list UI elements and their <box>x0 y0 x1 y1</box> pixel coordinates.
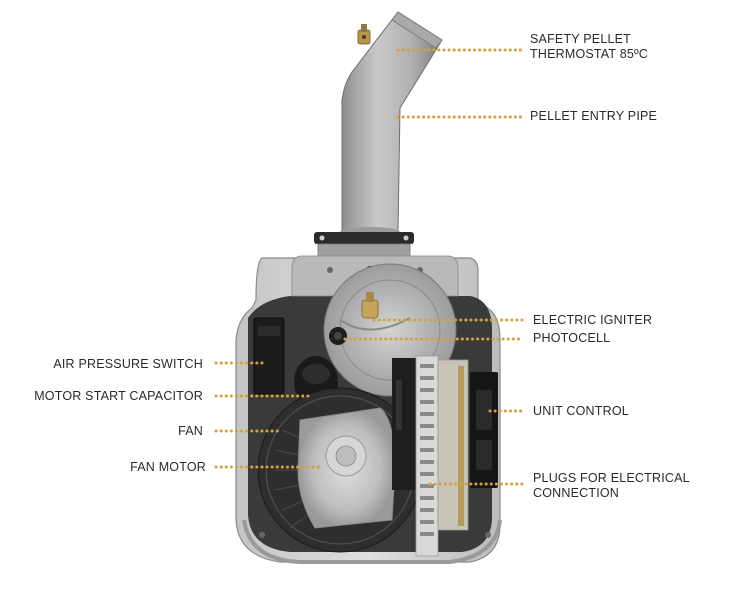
leader-lines <box>214 48 524 486</box>
label-air-pressure-switch: AIR PRESSURE SWITCH <box>53 357 203 371</box>
air-pressure-switch <box>253 317 285 395</box>
pipe-flange <box>314 232 414 259</box>
label-motor-start-capacitor: MOTOR START CAPACITOR <box>34 389 203 403</box>
label-plugs-electrical-line-1: PLUGS FOR ELECTRICAL <box>533 471 690 485</box>
photocell <box>329 327 347 345</box>
label-plugs-electrical: PLUGS FOR ELECTRICAL CONNECTION <box>533 471 690 501</box>
electric-igniter <box>339 292 411 331</box>
label-safety-thermostat: SAFETY PELLET THERMOSTAT 85ºC <box>530 32 648 62</box>
electrical-plugs <box>415 355 469 557</box>
label-pellet-entry-pipe: PELLET ENTRY PIPE <box>530 109 658 123</box>
label-fan-motor: FAN MOTOR <box>130 460 206 474</box>
fan-motor <box>297 407 396 529</box>
pellet-entry-pipe <box>340 11 443 237</box>
label-plugs-electrical-line-2: CONNECTION <box>533 486 620 500</box>
safety-thermostat <box>357 24 371 45</box>
bottom-rail <box>242 519 502 564</box>
label-safety-thermostat-line-2: THERMOSTAT 85ºC <box>530 47 648 61</box>
label-unit-control: UNIT CONTROL <box>533 404 629 418</box>
label-safety-thermostat-line-1: SAFETY PELLET <box>530 32 632 46</box>
label-photocell: PHOTOCELL <box>533 331 611 345</box>
label-fan: FAN <box>178 424 203 438</box>
label-electric-igniter: ELECTRIC IGNITER <box>533 313 653 327</box>
